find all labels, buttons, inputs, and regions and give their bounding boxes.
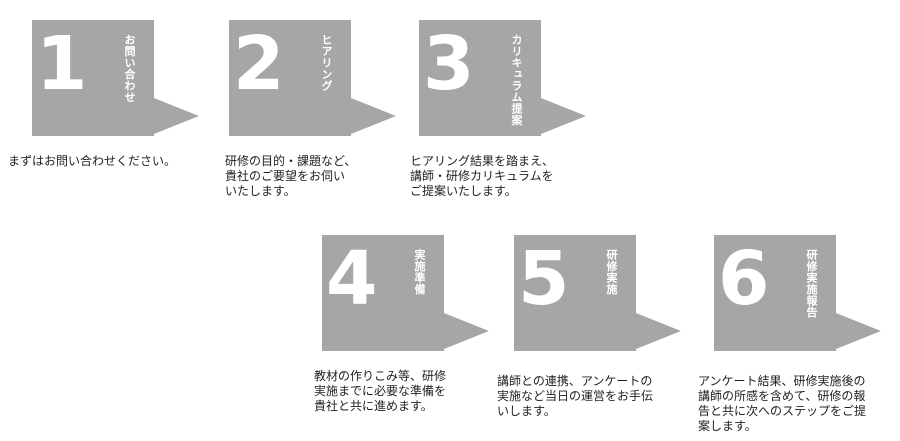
flag-shape (322, 235, 489, 351)
step-1-flag: 1 お問い合わせ (32, 20, 202, 136)
step-title: カリキュラム提案 (510, 34, 523, 126)
step-title: 実施準備 (413, 249, 426, 295)
step-description: アンケート結果、研修実施後の 講師の所感を含めて、研修の報 告と共に次へのステッ… (698, 374, 867, 433)
step-title: 研修実施 (605, 249, 618, 295)
flag-shape (714, 235, 881, 351)
step-number: 6 (718, 236, 770, 322)
step-description: ヒアリング結果を踏まえ、 講師・研修カリキュラムを ご提案いたします。 (410, 154, 555, 198)
step-5-flag: 5 研修実施 (514, 235, 684, 351)
step-number: 2 (233, 21, 285, 107)
step-title: ヒアリング (320, 34, 333, 92)
step-title: お問い合わせ (123, 34, 136, 103)
step-2-flag: 2 ヒアリング (229, 20, 399, 136)
step-3-flag: 3 カリキュラム提案 (419, 20, 589, 136)
flag-shape (229, 20, 396, 136)
step-description: 教材の作りこみ等、研修 実施までに必要な準備を 貴社と共に進めます。 (314, 369, 447, 413)
step-number: 5 (518, 236, 570, 322)
step-number: 4 (326, 236, 378, 322)
step-description: 研修の目的・課題など、 貴社のご要望をお伺い いたします。 (225, 154, 357, 198)
step-number: 3 (423, 21, 475, 107)
flag-shape (32, 20, 199, 136)
step-4-flag: 4 実施準備 (322, 235, 492, 351)
step-number: 1 (36, 21, 88, 107)
step-title: 研修実施報告 (805, 249, 818, 318)
step-description: 講師との連携、アンケートの 実施など当日の運営をお手伝 いします。 (497, 374, 654, 418)
step-description: まずはお問い合わせください。 (8, 154, 177, 168)
step-6-flag: 6 研修実施報告 (714, 235, 884, 351)
flag-shape (514, 235, 681, 351)
flag-shape (419, 20, 586, 136)
